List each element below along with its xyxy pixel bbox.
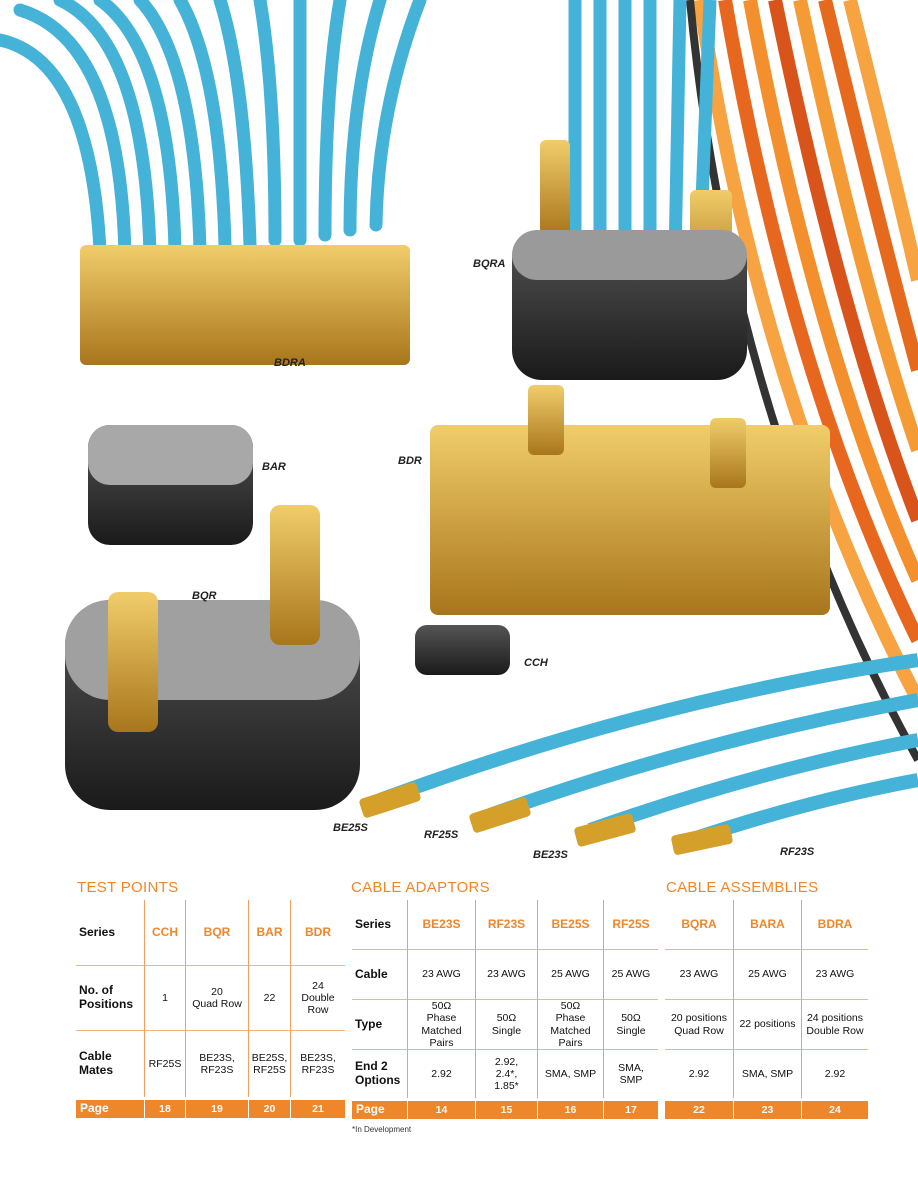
cable-adaptors-table: Series BE23S RF23S BE25S RF25S Cable 23 …: [352, 900, 658, 1119]
blue-cables-right: [568, 0, 717, 262]
cell: SMA, SMP: [733, 1050, 801, 1098]
cell: 50Ω Phase Matched Pairs: [537, 1000, 603, 1050]
cell: 22: [248, 966, 290, 1031]
page-cell: 22: [665, 1101, 733, 1119]
label-rf23s: RF23S: [780, 846, 815, 858]
cell: BE23S, RF23S: [185, 1031, 248, 1097]
label-cch: CCH: [524, 657, 548, 669]
blue-cables-left: [0, 0, 427, 262]
cell: BE23S, RF23S: [290, 1031, 345, 1097]
cell: 50Ω Single: [475, 1000, 537, 1050]
page-cell: 19: [185, 1100, 248, 1118]
page-label: Page: [352, 1101, 407, 1119]
page-cell: 18: [144, 1100, 185, 1118]
series-cell: BARA: [733, 900, 801, 950]
series-cell: RF25S: [603, 900, 658, 950]
bdra-connector: [80, 245, 410, 365]
cell: 23 AWG: [801, 950, 868, 1000]
label-bdra: BDRA: [274, 357, 306, 369]
cell: 2.92, 2.4*, 1.85*: [475, 1050, 537, 1098]
cell: SMA, SMP: [603, 1050, 658, 1098]
series-cell: RF23S: [475, 900, 537, 950]
cell: 20 positions Quad Row: [665, 1000, 733, 1050]
series-cell: BDR: [290, 900, 345, 966]
label-bqr: BQR: [192, 590, 217, 602]
cell: 25 AWG: [537, 950, 603, 1000]
page-cell: 14: [407, 1101, 475, 1119]
page-label: Page: [76, 1100, 144, 1118]
cable-assemblies-table: BQRA BARA BDRA 23 AWG 25 AWG 23 AWG 20 p…: [665, 900, 868, 1119]
orange-stripes: [686, 0, 918, 762]
section-title-cable-assemblies: CABLE ASSEMBLIES: [666, 879, 819, 896]
cell: 2.92: [407, 1050, 475, 1098]
bdr-connector: [430, 425, 830, 615]
label-be23s: BE23S: [533, 849, 568, 861]
footnote: *In Development: [352, 1125, 412, 1134]
row-label: Series: [76, 900, 144, 966]
label-rf25s: RF25S: [424, 829, 459, 841]
cell: 24 positions Double Row: [801, 1000, 868, 1050]
cell: SMA, SMP: [537, 1050, 603, 1098]
cell: RF25S: [144, 1031, 185, 1097]
page-cell: 24: [801, 1101, 868, 1119]
row-label: Series: [352, 900, 407, 950]
series-cell: CCH: [144, 900, 185, 966]
cell: 23 AWG: [475, 950, 537, 1000]
page-cell: 16: [537, 1101, 603, 1119]
cable-adaptors: [377, 653, 918, 847]
test-points-table: Series CCH BQR BAR BDR No. of Positions …: [76, 900, 345, 1118]
section-title-test-points: TEST POINTS: [77, 879, 179, 896]
cell: 24 Double Row: [290, 966, 345, 1031]
row-label: Type: [352, 1000, 407, 1050]
cell: 50Ω Single: [603, 1000, 658, 1050]
cell: 20 Quad Row: [185, 966, 248, 1031]
cell: 25 AWG: [603, 950, 658, 1000]
section-title-cable-adaptors: CABLE ADAPTORS: [351, 879, 490, 896]
page-cell: 15: [475, 1101, 537, 1119]
cell: 25 AWG: [733, 950, 801, 1000]
page-cell: 17: [603, 1101, 658, 1119]
cch-test-point: [415, 625, 510, 675]
product-photo: [0, 0, 918, 855]
label-bar: BAR: [262, 461, 286, 473]
page-cell: 20: [248, 1100, 290, 1118]
cell: 2.92: [688, 1067, 710, 1080]
row-label: Cable Mates: [79, 1049, 114, 1077]
cell: 23 AWG: [407, 950, 475, 1000]
row-label: No. of Positions: [76, 966, 144, 1031]
row-label: End 2 Options: [355, 1059, 401, 1087]
row-label: Cable: [352, 950, 407, 1000]
cell: 50Ω Phase Matched Pairs: [407, 1000, 475, 1050]
page-cell: 21: [290, 1100, 345, 1118]
series-cell: BQR: [185, 900, 248, 966]
label-bdr: BDR: [398, 455, 422, 467]
series-cell: BQRA: [665, 900, 733, 950]
series-cell: BE23S: [407, 900, 475, 950]
cell: 2.92: [801, 1050, 868, 1098]
cell: BE25S, RF25S: [248, 1031, 290, 1097]
cell: 1: [144, 966, 185, 1031]
page-cell: 23: [733, 1101, 801, 1119]
label-bqra: BQRA: [473, 258, 506, 270]
cell: 22 positions: [733, 1000, 801, 1050]
cell: 23 AWG: [665, 950, 733, 1000]
label-be25s: BE25S: [333, 822, 368, 834]
series-cell: BE25S: [537, 900, 603, 950]
series-cell: BAR: [248, 900, 290, 966]
series-cell: BDRA: [801, 900, 868, 950]
